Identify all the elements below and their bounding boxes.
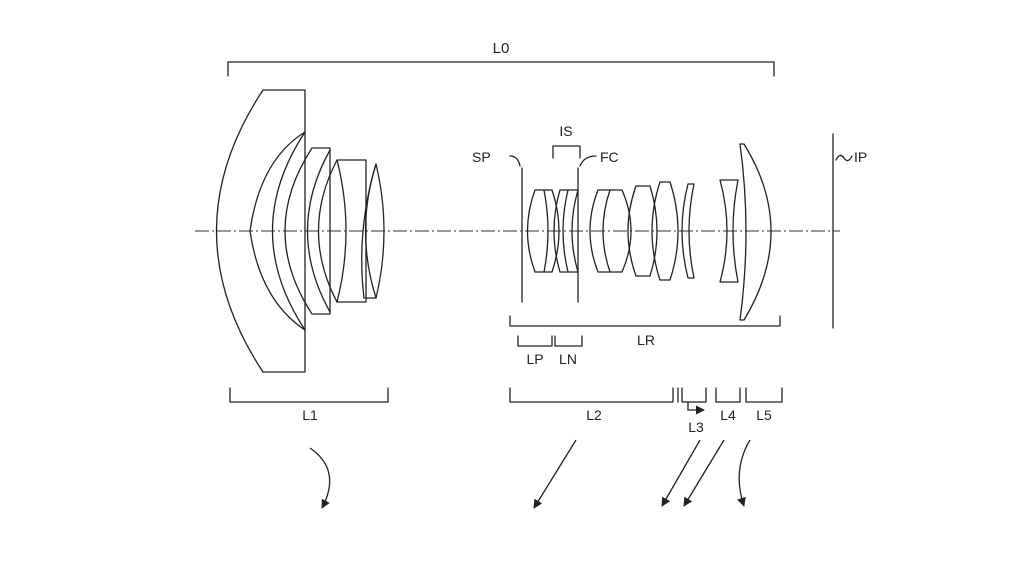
lens-group-LP	[526, 189, 560, 273]
bracket-L3: L3	[677, 387, 707, 435]
label-L3: L3	[688, 419, 704, 435]
lens-element-L4	[719, 179, 739, 283]
bracket-L4: L4	[715, 387, 741, 423]
lens-element	[306, 149, 331, 313]
label-IP: IP	[854, 149, 867, 165]
bracket-L1: L1	[229, 387, 389, 423]
lens-element	[215, 89, 306, 373]
bracket-LR: LR	[509, 315, 781, 348]
label-FC: FC	[600, 149, 619, 165]
label-L4: L4	[720, 407, 736, 423]
lens-group-L2-rear	[589, 181, 679, 281]
bracket-L2: L2	[509, 387, 674, 423]
lens-element	[589, 189, 632, 273]
movement-arrow-L4	[683, 439, 725, 507]
bracket-LP: LP	[517, 335, 553, 367]
image-plane-IP: IP	[832, 133, 867, 329]
label-L2: L2	[586, 407, 602, 423]
lens-element	[336, 159, 347, 303]
lens-element	[361, 163, 385, 299]
lens-element	[364, 163, 377, 299]
label-LR: LR	[637, 332, 655, 348]
lens-element-L3	[681, 183, 695, 279]
label-IS: IS	[559, 123, 572, 139]
lens-element	[284, 147, 331, 315]
label-LN: LN	[559, 351, 577, 367]
bracket-L0: L0	[227, 40, 775, 77]
lens-element-L5	[739, 143, 772, 321]
lens-element	[651, 181, 679, 281]
label-SP: SP	[472, 149, 491, 165]
bracket-IS: IS	[552, 123, 581, 159]
lens-group-L1	[215, 89, 385, 373]
lens-element	[602, 189, 611, 273]
stop-FC: FC	[577, 149, 619, 303]
movement-arrow-L5	[737, 439, 751, 507]
movement-arrow-L2	[533, 439, 577, 509]
lens-element	[249, 131, 306, 331]
label-L0: L0	[493, 40, 510, 57]
lens-group-LN	[553, 189, 579, 273]
lens-element	[553, 189, 579, 273]
bracket-L5: L5	[745, 387, 783, 423]
label-LP: LP	[526, 351, 543, 367]
label-L5: L5	[756, 407, 772, 423]
movement-arrow-L1	[309, 447, 331, 509]
lens-element	[526, 189, 560, 273]
lens-element	[627, 185, 658, 277]
lens-element	[562, 189, 569, 273]
bracket-LN: LN	[554, 335, 583, 367]
lens-element	[543, 189, 549, 273]
movement-arrow-L3	[661, 439, 701, 507]
stop-SP: SP	[472, 149, 523, 303]
label-L1: L1	[302, 407, 318, 423]
